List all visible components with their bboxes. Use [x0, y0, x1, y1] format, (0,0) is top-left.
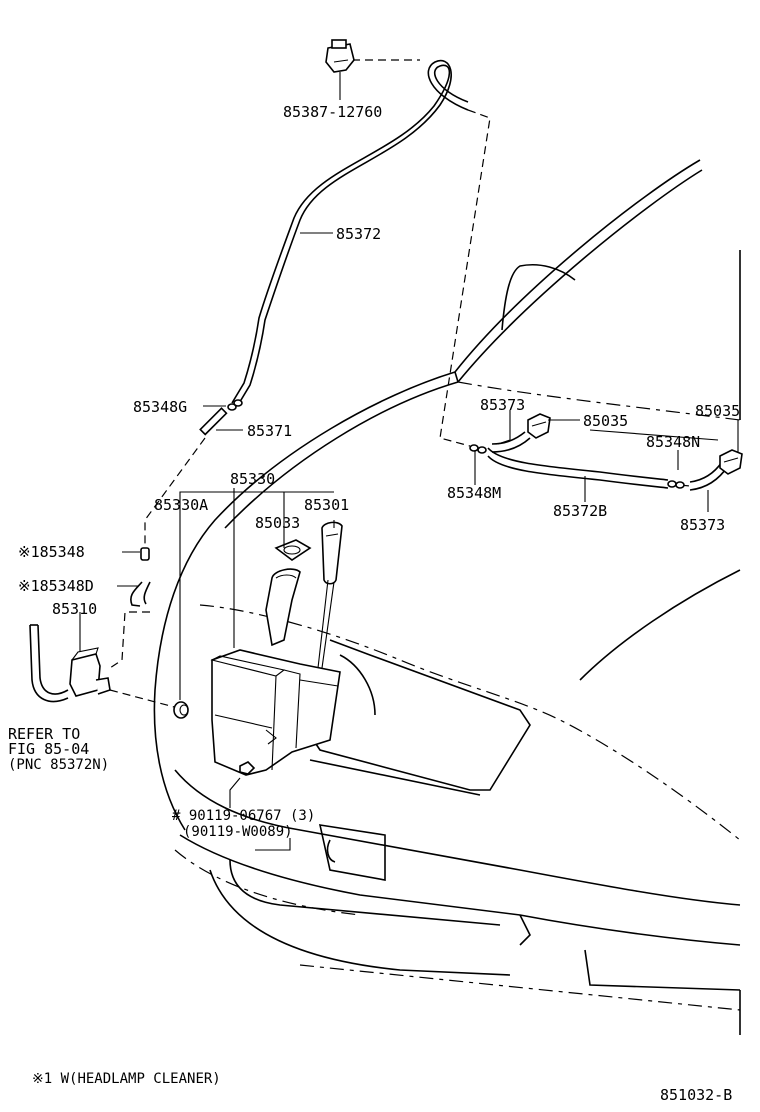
- grommet-85330A: [173, 701, 189, 719]
- washer-tank-85330: [210, 568, 341, 776]
- hose-85371: [199, 407, 228, 436]
- connector-85348N: [667, 480, 685, 489]
- label-185348D: ※185348D: [18, 577, 94, 595]
- label-85035-left: 85035: [583, 412, 628, 430]
- label-85330A: 85330A: [154, 496, 208, 514]
- label-185348: ※185348: [18, 543, 85, 561]
- nozzle-85387-12760: [325, 39, 355, 73]
- refer-note-line1: REFER TO: [8, 725, 80, 743]
- label-85348N: 85348N: [646, 433, 700, 451]
- headlamp-nozzle-85035-left: [527, 413, 551, 439]
- label-85387-12760: 85387-12760: [283, 103, 382, 121]
- label-85373-upper: 85373: [480, 396, 525, 414]
- hose-85372B: [487, 447, 669, 489]
- part-labels: 85387-12760 85372 85348G 85371 85373 850…: [8, 103, 740, 1104]
- label-85371: 85371: [247, 422, 292, 440]
- bolt-90119: [239, 761, 256, 775]
- inlet-85301: [317, 521, 343, 669]
- label-bolt-90119-06767: # 90119-06767 (3): [172, 808, 315, 824]
- label-85330: 85330: [230, 470, 275, 488]
- connector-85348M: [469, 444, 487, 454]
- refer-note-line3: (PNC 85372N): [8, 757, 109, 773]
- label-85301: 85301: [304, 496, 349, 514]
- leader-lines: [79, 72, 739, 851]
- hose-refer-85-04: [29, 624, 69, 703]
- pump-85310: [69, 647, 111, 697]
- vehicle-body-outline: [153, 159, 741, 1035]
- gasket-85033: [274, 539, 312, 561]
- connector-85348G: [227, 399, 243, 411]
- hose-85373-left: [491, 431, 531, 453]
- label-bolt-90119-W0089: (90119-W0089): [183, 824, 293, 840]
- check-valve-185348: [140, 547, 150, 561]
- label-85372B: 85372B: [553, 502, 607, 520]
- label-85033: 85033: [255, 514, 300, 532]
- hose-185348D: [130, 581, 151, 607]
- routing-dashed-lines: [109, 59, 691, 761]
- label-85373-lower: 85373: [680, 516, 725, 534]
- label-85035-right: 85035: [695, 402, 740, 420]
- figure-id: 851032-B: [660, 1086, 732, 1104]
- label-85348G: 85348G: [133, 398, 187, 416]
- footnote: ※1 W(HEADLAMP CLEANER): [32, 1071, 221, 1087]
- label-85372: 85372: [336, 225, 381, 243]
- label-85310: 85310: [52, 600, 97, 618]
- label-85348M: 85348M: [447, 484, 501, 502]
- refer-note-line2: FIG 85-04: [8, 740, 89, 758]
- headlamp-nozzle-85035-right: [719, 449, 743, 475]
